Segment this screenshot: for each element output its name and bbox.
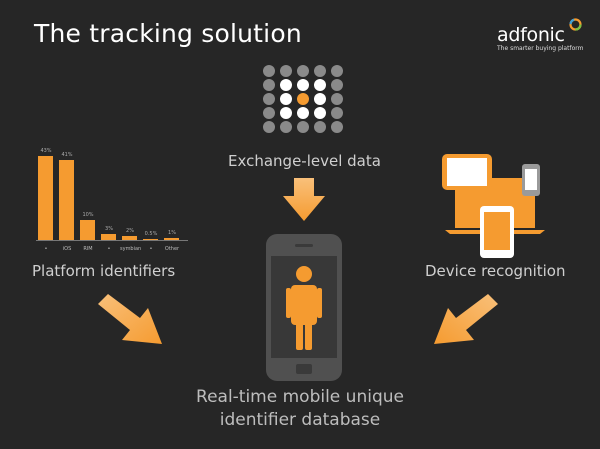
- grid-dot: [280, 93, 292, 105]
- grid-dot: [297, 79, 309, 91]
- bar-value-label: 3%: [105, 226, 113, 233]
- grid-dot: [263, 93, 275, 105]
- page-title: The tracking solution: [34, 19, 302, 48]
- bar-value-label: 2%: [126, 228, 134, 235]
- bar-value-label: 41%: [61, 151, 73, 158]
- grid-dot: [331, 79, 343, 91]
- database-caption-line1: Real-time mobile unique: [196, 387, 404, 407]
- bar-tick-label: •: [149, 246, 153, 252]
- bar-symbian: [122, 236, 137, 240]
- chart-baseline: [36, 240, 188, 241]
- grid-dot: [280, 65, 292, 77]
- down-arrow-icon: [283, 178, 325, 221]
- grid-dot: [314, 65, 326, 77]
- grid-dot: [263, 79, 275, 91]
- mobile-icon: [480, 164, 540, 258]
- grid-dot: [331, 107, 343, 119]
- grid-dot: [263, 107, 275, 119]
- platform-bar-chart: 43% • 41% iOS 10% RIM 3% • 2% symbian 0.5% • 1% Other: [32, 140, 192, 260]
- grid-dot: [280, 79, 292, 91]
- diagonal-arrow-icon: [98, 294, 162, 344]
- bar-tick-label: iOS: [62, 246, 72, 252]
- grid-dot: [314, 79, 326, 91]
- grid-dot: [314, 121, 326, 133]
- grid-dot: [314, 93, 326, 105]
- bar-tick-label: •: [107, 246, 111, 252]
- bar-tick-label: Other: [164, 246, 180, 252]
- bar-tick-label: symbian: [120, 246, 142, 252]
- grid-dot: [331, 121, 343, 133]
- bar-other: [164, 238, 179, 240]
- bar-android: [38, 156, 53, 240]
- database-caption-line2: identifier database: [219, 410, 381, 430]
- grid-dot: [297, 93, 309, 105]
- bar-value-label: 43%: [40, 148, 52, 154]
- bar-tick-label: RIM: [83, 246, 93, 252]
- platform-caption: Platform identifiers: [32, 262, 176, 280]
- bar-value-label: 1%: [168, 230, 176, 237]
- diagonal-arrow-icon: [434, 294, 498, 344]
- bar-java: [101, 234, 116, 240]
- grid-dot: [280, 107, 292, 119]
- bar-rim: [80, 220, 95, 240]
- phone-icon: [266, 234, 342, 381]
- bar-ios: [59, 159, 74, 240]
- tablet-icon: [442, 154, 492, 190]
- grid-dot: [331, 65, 343, 77]
- person-icon: [286, 266, 322, 350]
- grid-dot: [297, 107, 309, 119]
- device-icons: [442, 154, 545, 258]
- logo-ring-icon: [569, 18, 582, 31]
- exchange-grid-icon: [263, 65, 343, 133]
- bar-value-label: 10%: [82, 212, 94, 219]
- logo-wordmark: adfonic: [497, 24, 565, 46]
- grid-dot: [263, 121, 275, 133]
- grid-dot: [314, 107, 326, 119]
- grid-dot: [297, 121, 309, 133]
- grid-dot: [280, 121, 292, 133]
- device-caption: Device recognition: [425, 262, 566, 280]
- logo-tagline: The smarter buying platform: [497, 45, 584, 52]
- bar-tick-label: •: [44, 246, 48, 252]
- database-caption: Real-time mobile unique identifier datab…: [150, 386, 450, 432]
- grid-dot: [263, 65, 275, 77]
- exchange-caption: Exchange-level data: [228, 152, 381, 170]
- bar-windows: [143, 238, 158, 240]
- grid-dot: [297, 65, 309, 77]
- grid-dot: [331, 93, 343, 105]
- bar-value-label: 0.5%: [144, 230, 158, 237]
